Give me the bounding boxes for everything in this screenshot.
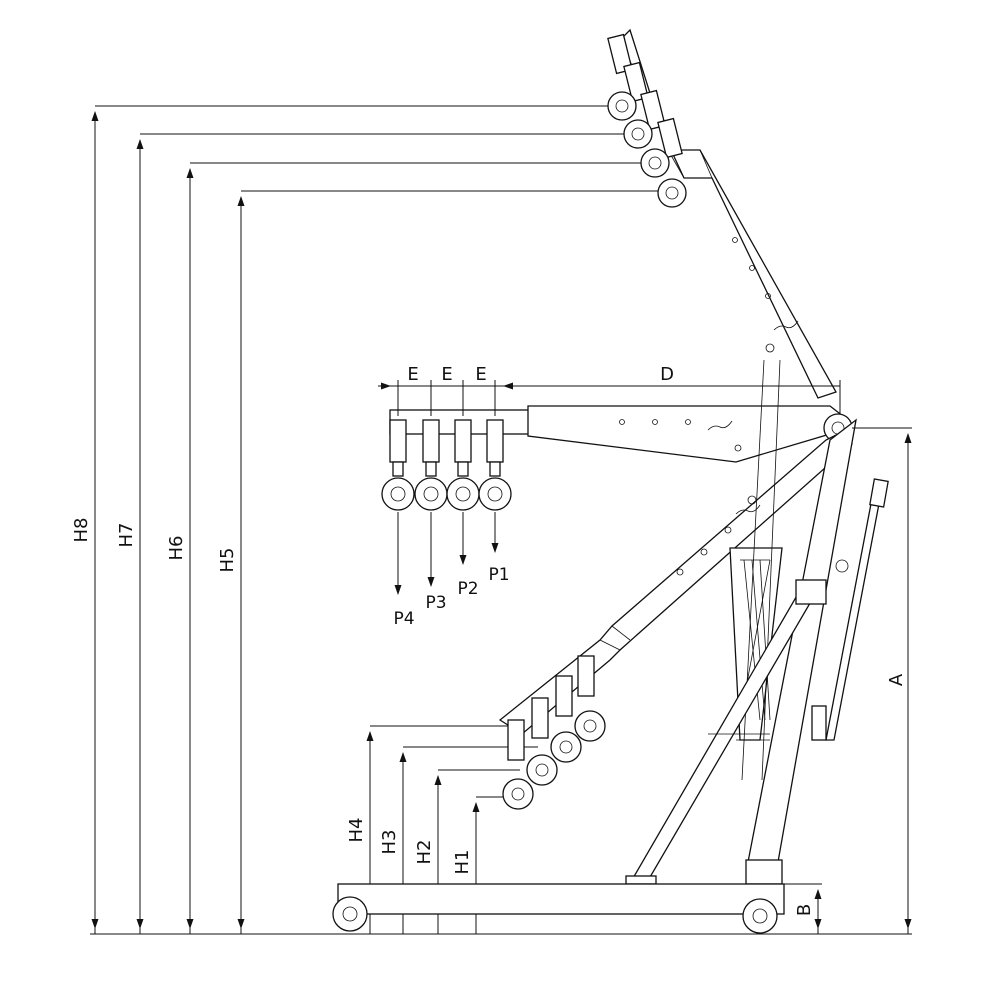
label-b: B <box>794 904 815 916</box>
label-p2: P2 <box>457 579 478 599</box>
upper-boom <box>607 28 837 399</box>
hook-p1 <box>478 419 512 511</box>
label-h8: H8 <box>71 518 92 543</box>
label-e-3: E <box>475 364 486 385</box>
height-labels: H8 H7 H6 H5 H4 H3 H2 H1 <box>71 518 473 875</box>
base-frame <box>332 883 785 934</box>
label-p1: P1 <box>488 565 509 585</box>
load-labels: P4 P3 P2 P1 <box>393 565 509 629</box>
label-h4: H4 <box>346 818 367 843</box>
label-p4: P4 <box>393 609 414 629</box>
label-h2: H2 <box>414 840 435 865</box>
label-h6: H6 <box>166 536 187 561</box>
label-e-1: E <box>407 364 418 385</box>
label-d: D <box>660 364 674 385</box>
label-e-2: E <box>441 364 452 385</box>
hook-p4 <box>381 419 415 511</box>
label-a: A <box>886 673 907 686</box>
label-h1: H1 <box>452 850 473 875</box>
hook-p2 <box>446 419 480 511</box>
label-h5: H5 <box>217 548 238 573</box>
label-p3: P3 <box>425 593 446 613</box>
right-dimensions <box>784 427 912 934</box>
label-h7: H7 <box>116 523 137 548</box>
label-h3: H3 <box>379 830 400 855</box>
hook-p3 <box>414 419 448 511</box>
horizontal-labels: E E E D <box>407 364 674 385</box>
right-labels: A B <box>794 673 907 916</box>
mast <box>625 359 889 885</box>
lower-boom <box>498 429 853 810</box>
height-dimensions <box>91 105 662 934</box>
horizontal-boom <box>381 405 853 595</box>
